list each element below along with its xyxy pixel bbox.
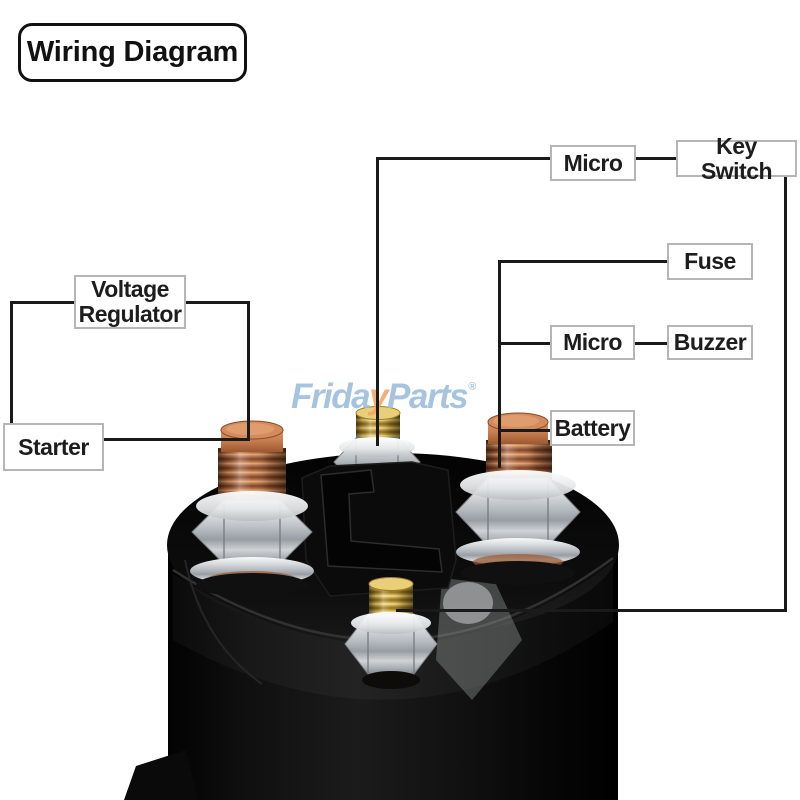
label-battery: Battery	[550, 410, 635, 446]
terminal-plate	[301, 461, 457, 597]
copper-stud-left-icon	[190, 420, 314, 597]
registered-mark: ®	[468, 381, 477, 393]
brand-watermark: FridayParts®	[291, 377, 476, 417]
wire-vreg-right-drop	[247, 301, 250, 441]
wire-mid-riser	[498, 260, 501, 468]
watermark-prefix: Frida	[291, 377, 371, 416]
diagram-title: Wiring Diagram	[18, 23, 247, 82]
wire-battery-branch	[498, 429, 552, 432]
wire-vreg-right	[185, 301, 250, 304]
wire-keyswitch-drop	[784, 176, 787, 612]
copper-stud-right-icon	[455, 412, 581, 585]
mounting-tab	[124, 750, 198, 800]
wire-vreg-left-drop	[10, 301, 13, 423]
label-voltage-regulator: Voltage Regulator	[74, 275, 186, 329]
watermark-suffix: Parts	[387, 377, 469, 416]
label-buzzer: Buzzer	[667, 325, 753, 360]
label-fuse: Fuse	[667, 243, 753, 280]
label-key-switch: Key Switch	[676, 133, 797, 183]
wire-top-stud-to-micro	[376, 157, 551, 160]
label-micro-buzzer: Micro	[550, 325, 635, 360]
wire-fuse-branch	[498, 260, 668, 263]
label-starter: Starter	[3, 423, 104, 471]
wire-bottom-run	[396, 609, 787, 612]
wire-micro2-to-buzzer	[634, 342, 668, 345]
small-brass-stud-bottom-icon	[344, 577, 438, 689]
wire-vreg-left	[10, 301, 74, 304]
label-micro-keyswitch: Micro	[550, 145, 636, 181]
wire-micro-to-keyswitch	[634, 157, 678, 160]
wire-left-riser	[376, 157, 379, 446]
wire-micro2-branch	[498, 342, 551, 345]
wire-starter-run	[103, 438, 250, 441]
